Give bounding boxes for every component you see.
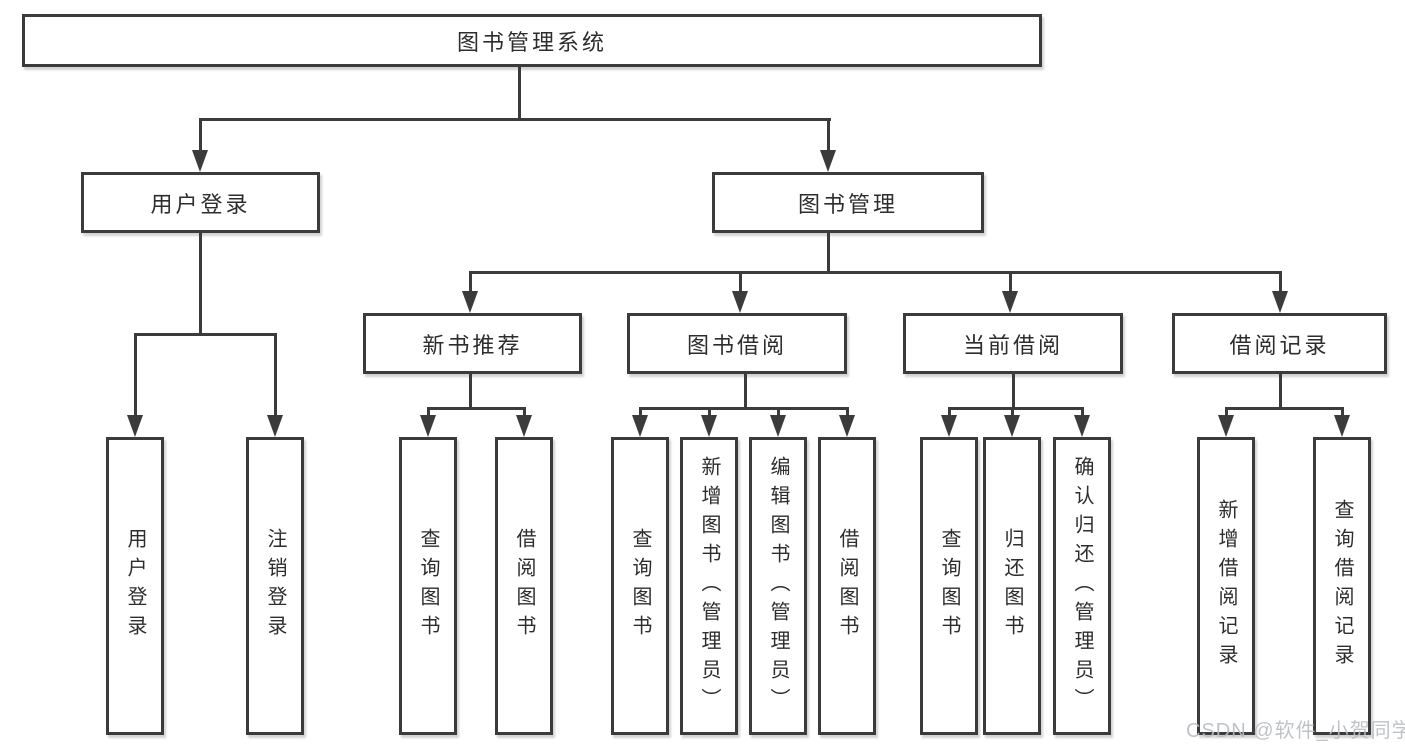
arrow-down-leaf-confirm-return — [1074, 415, 1090, 437]
leaf-logout: 注销登录 — [246, 437, 304, 735]
connector-to-leaf-query2 — [639, 410, 642, 417]
connector-current-stem — [1012, 374, 1015, 410]
arrow-down-leaf-query-record — [1334, 415, 1350, 437]
connector-records-stem — [1279, 374, 1282, 410]
connector-to-borrowing — [739, 274, 742, 292]
connector-to-leaf-add-record — [1225, 410, 1228, 417]
connector-to-leaf-borrow2 — [846, 410, 849, 417]
connector-to-records — [1279, 274, 1282, 292]
leaf-user-login: 用户登录 — [106, 437, 164, 735]
arrow-down-leaf-edit-book — [770, 415, 786, 437]
root-node-library-system: 图书管理系统 — [22, 14, 1042, 67]
leaf-query-borrow-record: 查询借阅记录 — [1313, 437, 1371, 735]
leaf-confirm-return-admin: 确认归还（管理员） — [1053, 437, 1111, 735]
leaf-borrow-books-recommend: 借阅图书 — [495, 437, 553, 735]
leaf-borrow-books: 借阅图书 — [818, 437, 876, 735]
connector-to-leaf-edit-book — [777, 410, 780, 417]
connector-recommend-bar — [427, 407, 526, 410]
connector-to-leaf-query-record — [1341, 410, 1344, 417]
connector-root-stem — [518, 66, 521, 120]
node-new-book-recommend: 新书推荐 — [363, 313, 582, 374]
arrow-down-leaf-add-record — [1218, 415, 1234, 437]
connector-to-leaf-return — [1011, 410, 1014, 417]
leaf-add-borrow-record: 新增借阅记录 — [1197, 437, 1255, 735]
node-current-borrowing: 当前借阅 — [903, 313, 1123, 374]
arrow-down-book-management — [820, 150, 836, 172]
connector-to-book-management — [827, 121, 830, 151]
connector-records-bar — [1225, 407, 1344, 410]
arrow-down-leaf-logout — [267, 415, 283, 437]
connector-userlogin-bar — [134, 333, 277, 336]
connector-userlogin-stem — [199, 233, 202, 335]
arrow-down-leaf-query1 — [420, 415, 436, 437]
node-book-borrowing: 图书借阅 — [627, 313, 847, 374]
arrow-down-leaf-query2 — [632, 415, 648, 437]
arrow-down-records — [1272, 291, 1288, 313]
connector-to-leaf-add-book — [708, 410, 711, 417]
leaf-return-books: 归还图书 — [983, 437, 1041, 735]
leaf-edit-books-admin: 编辑图书（管理员） — [749, 437, 807, 735]
arrow-down-borrowing — [732, 291, 748, 313]
connector-current-bar — [948, 407, 1084, 410]
connector-borrowing-bar — [639, 407, 849, 410]
connector-to-leaf-login — [134, 336, 137, 416]
node-book-management: 图书管理 — [712, 172, 984, 233]
arrow-down-current — [1002, 291, 1018, 313]
leaf-add-books-admin: 新增图书（管理员） — [680, 437, 738, 735]
node-borrowing-records: 借阅记录 — [1172, 313, 1387, 374]
arrow-down-leaf-add-book — [701, 415, 717, 437]
arrow-down-leaf-query3 — [941, 415, 957, 437]
connector-to-leaf-borrow1 — [523, 410, 526, 417]
arrow-down-leaf-borrow2 — [839, 415, 855, 437]
connector-root-bar — [199, 118, 831, 121]
connector-to-current — [1009, 274, 1012, 292]
connector-recommend-stem — [469, 374, 472, 410]
connector-bookmgmt-bar — [469, 271, 1282, 274]
connector-to-recommend — [469, 274, 472, 292]
connector-to-leaf-query3 — [948, 410, 951, 417]
leaf-query-books-borrowing: 查询图书 — [611, 437, 669, 735]
arrow-down-recommend — [462, 291, 478, 313]
connector-bookmgmt-stem — [827, 233, 830, 273]
arrow-down-leaf-borrow1 — [516, 415, 532, 437]
node-user-login: 用户登录 — [81, 172, 320, 233]
csdn-watermark: CSDN @软件_小贺同学 — [1186, 720, 1405, 742]
leaf-query-books-current: 查询图书 — [920, 437, 978, 735]
arrow-down-user-login — [192, 150, 208, 172]
connector-to-leaf-query1 — [427, 410, 430, 417]
connector-to-leaf-confirm-return — [1081, 410, 1084, 417]
connector-to-user-login — [199, 121, 202, 151]
connector-to-leaf-logout — [274, 336, 277, 416]
leaf-query-books-recommend: 查询图书 — [399, 437, 457, 735]
arrow-down-leaf-return — [1004, 415, 1020, 437]
connector-borrowing-stem — [744, 374, 747, 410]
arrow-down-leaf-login — [127, 415, 143, 437]
